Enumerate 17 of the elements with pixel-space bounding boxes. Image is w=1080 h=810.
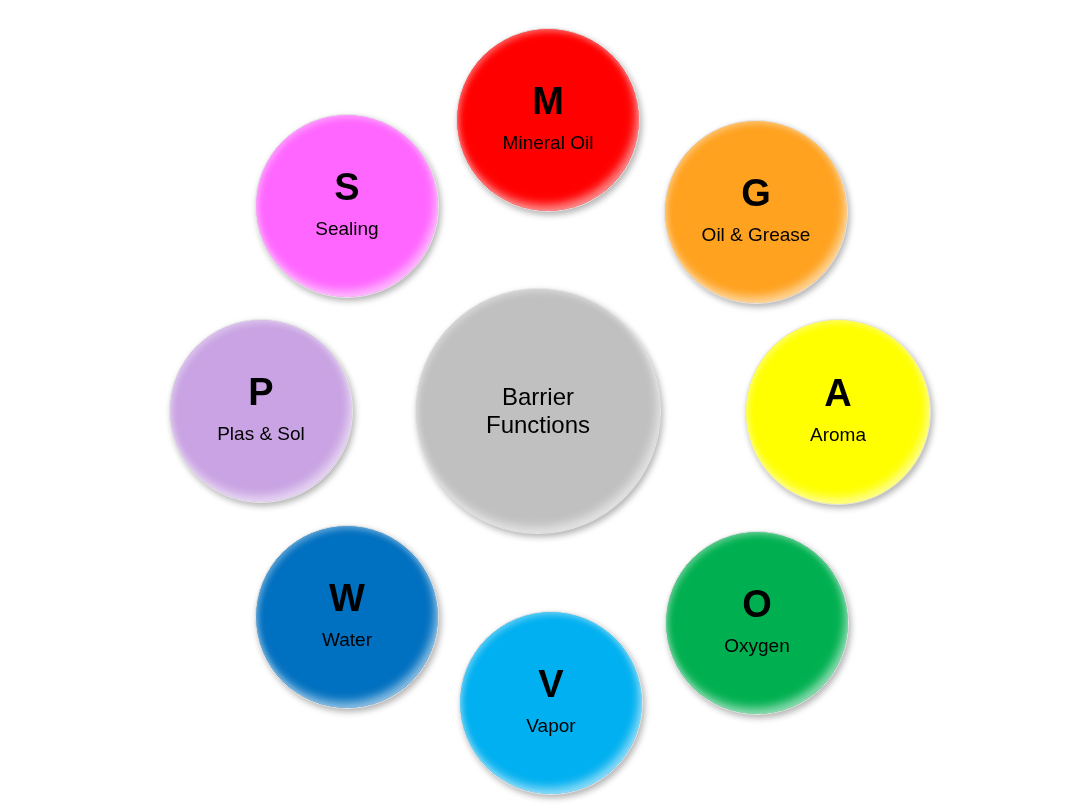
category-label: Aroma <box>810 424 866 446</box>
category-letter: G <box>741 172 771 214</box>
category-letter: A <box>824 372 852 414</box>
category-label: Sealing <box>315 218 379 240</box>
category-label: Vapor <box>526 715 576 737</box>
hub-label: Barrier Functions <box>484 383 592 439</box>
category-letter: W <box>329 577 365 619</box>
category-label: Water <box>322 629 372 651</box>
category-letter: V <box>538 663 564 705</box>
category-label: Oxygen <box>724 635 790 657</box>
category-letter: M <box>532 80 564 122</box>
category-letter: O <box>742 583 772 625</box>
category-label: Plas & Sol <box>217 423 305 445</box>
category-letter: S <box>334 166 360 208</box>
category-label: Mineral Oil <box>502 132 594 154</box>
category-label: Oil & Grease <box>701 224 811 246</box>
category-letter: P <box>248 371 274 413</box>
